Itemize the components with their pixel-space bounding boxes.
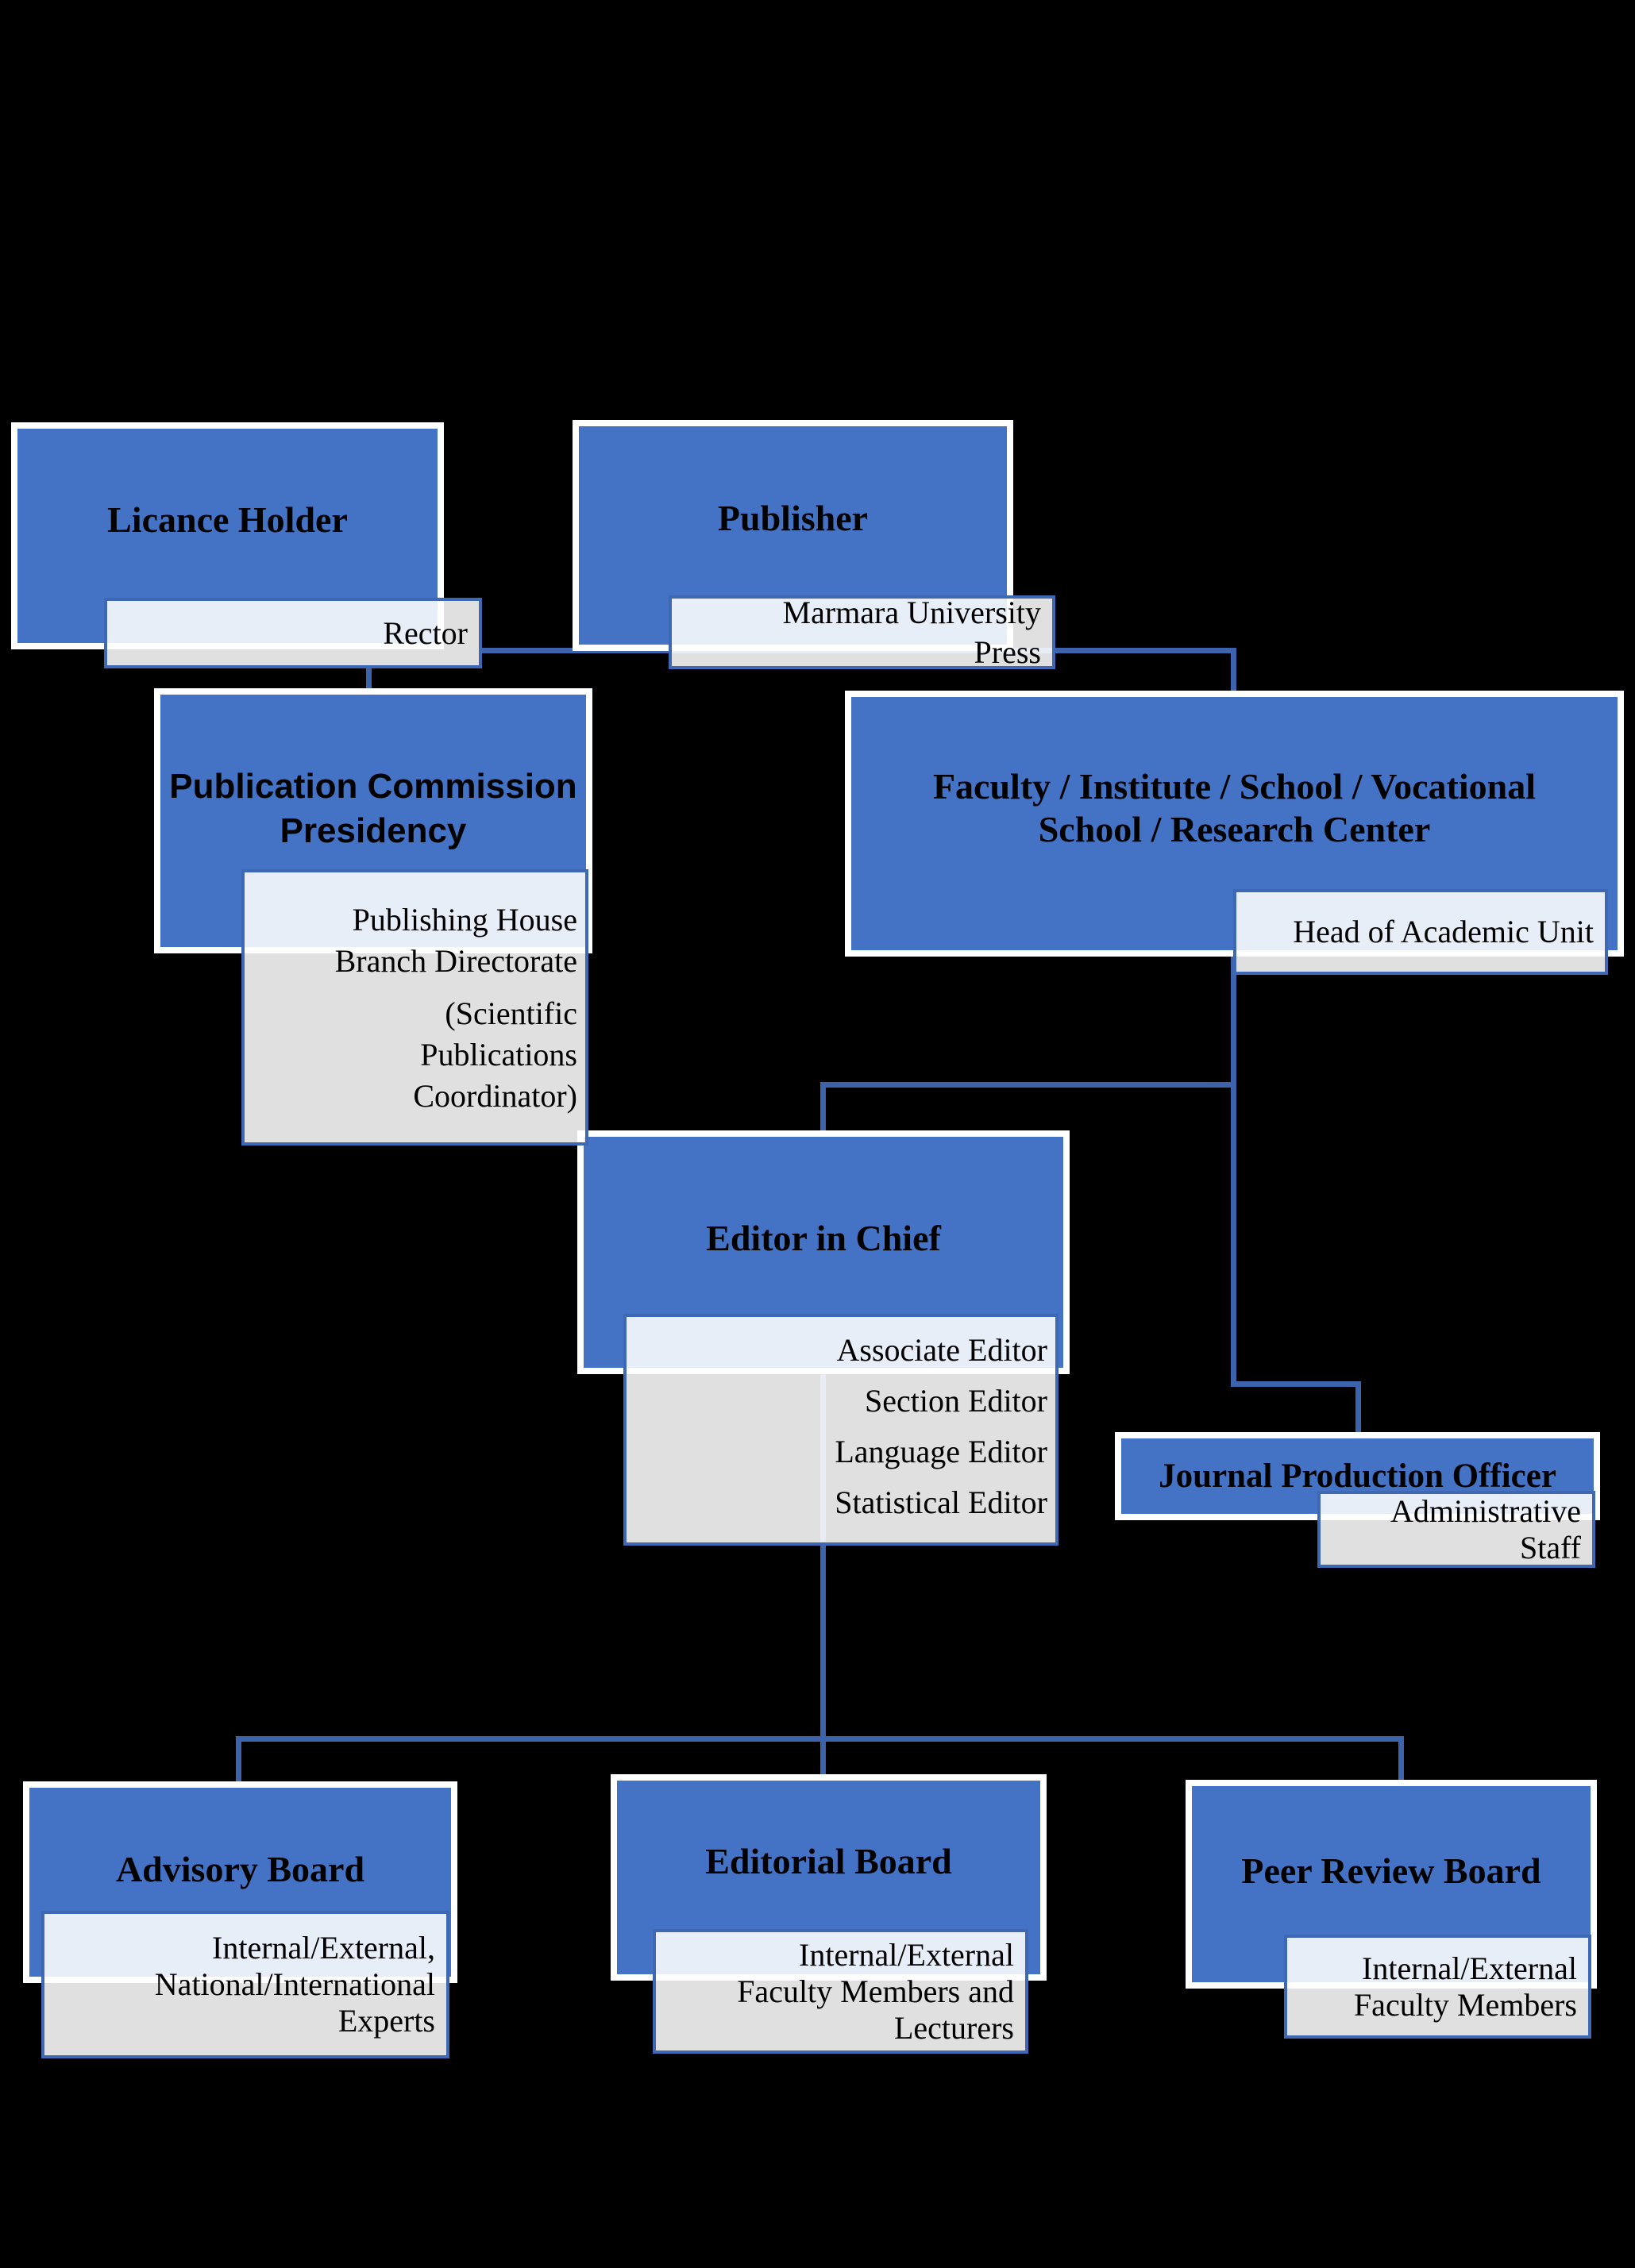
faculty-title: Faculty / Institute / School / Vocationa… [932, 765, 1537, 849]
connector-to-peer-line [1398, 1736, 1404, 1789]
administrative-staff-label: Administrative Staff [1390, 1492, 1581, 1565]
rector-label: Rector [383, 614, 468, 651]
scientific-publications-coordinator-label: (Scientific Publications Coordinator) [413, 995, 577, 1114]
statistical-editor-label: Statistical Editor [835, 1484, 1047, 1520]
advisory-board-title: Advisory Board [115, 1849, 365, 1889]
section-editor-label: Section Editor [865, 1383, 1047, 1419]
head-of-academic-unit-subbox: Head of Academic Unit [1233, 889, 1608, 975]
marmara-university-press-subbox: Marmara University Press [669, 594, 1055, 670]
connector-rector-to-commission-line [366, 668, 372, 702]
administrative-staff-subbox: Administrative Staff [1317, 1491, 1595, 1568]
advisory-experts-label: Internal/External, National/Internationa… [154, 1930, 435, 2039]
advisory-experts-subbox: Internal/External, National/Internationa… [41, 1911, 449, 2058]
connector-faculty-vertical-line [1231, 648, 1236, 1387]
head-of-academic-unit-label: Head of Academic Unit [1293, 914, 1594, 949]
language-editor-label: Language Editor [835, 1434, 1047, 1469]
associate-editor-label: Associate Editor [836, 1332, 1048, 1368]
peer-members-subbox: Internal/External Faculty Members [1284, 1935, 1591, 2039]
peer-review-board-title: Peer Review Board [1241, 1850, 1541, 1891]
connector-to-production-line [1355, 1381, 1361, 1440]
editorial-members-subbox: Internal/External Faculty Members and Le… [653, 1929, 1028, 2054]
licance-holder-title: Licance Holder [107, 499, 348, 540]
editors-subbox: Associate Editor Section Editor Language… [623, 1314, 1059, 1546]
publishing-house-subbox: Publishing House Branch Directorate (Sci… [241, 869, 588, 1146]
connector-to-advisory-line [236, 1736, 241, 1791]
connector-to-editor-horizontal-line [820, 1082, 1236, 1088]
editorial-board-title: Editorial Board [705, 1841, 952, 1881]
editorial-members-label: Internal/External Faculty Members and Le… [737, 1936, 1014, 2046]
publisher-title: Publisher [717, 497, 869, 538]
connector-boards-horizontal-line [236, 1736, 1404, 1742]
rector-subbox: Rector [104, 598, 482, 668]
peer-members-label: Internal/External Faculty Members [1353, 1950, 1577, 2023]
marmara-university-press-label: Marmara University Press [782, 594, 1041, 670]
publishing-house-label: Publishing House Branch Directorate [334, 902, 577, 979]
connector-elbow-horizontal-line [1231, 1381, 1361, 1387]
publication-commission-title: Publication Commission Presidency [169, 767, 577, 850]
journal-production-officer-title: Journal Production Officer [1159, 1457, 1556, 1495]
editor-in-chief-title: Editor in Chief [706, 1218, 941, 1258]
